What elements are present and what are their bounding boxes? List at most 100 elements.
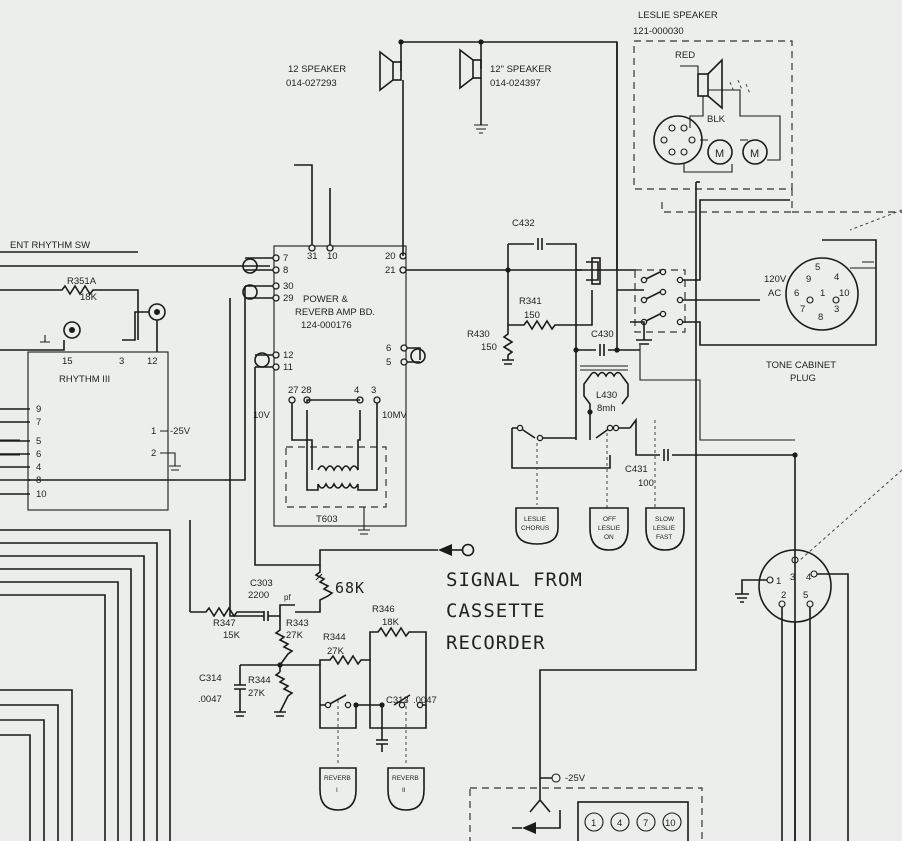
svg-text:1: 1 <box>820 288 825 299</box>
speaker-right-icon <box>459 48 482 90</box>
added-68k-resistor <box>295 565 334 613</box>
svg-text:31: 31 <box>307 251 318 262</box>
svg-text:5: 5 <box>803 590 808 601</box>
svg-text:OFF: OFF <box>603 516 616 523</box>
c313-label: C313 <box>386 695 409 706</box>
cassette-input-jack[interactable] <box>438 543 475 557</box>
svg-text:6: 6 <box>36 449 41 460</box>
svg-text:M: M <box>750 148 759 160</box>
r344a-label: R344 <box>323 632 346 643</box>
r341-value: 150 <box>524 310 540 321</box>
svg-text:1: 1 <box>151 426 156 437</box>
svg-text:29: 29 <box>283 293 294 304</box>
slow-leslie-fast-button[interactable]: SLOW LESLIE FAST <box>645 507 685 551</box>
c313-value: .0047 <box>413 695 437 706</box>
svg-text:12: 12 <box>147 356 158 367</box>
r341-resistor <box>507 270 593 331</box>
speaker-left-icon <box>379 50 402 92</box>
leslie-speaker-section: LESLIE SPEAKER 121-000030 RED BLK M M <box>633 10 902 213</box>
svg-text:II: II <box>402 787 406 794</box>
r430-label: R430 <box>467 329 490 340</box>
svg-text:10: 10 <box>839 288 850 299</box>
l430-inductor <box>589 371 623 378</box>
tone-cabinet-plug-icon <box>785 257 859 331</box>
c314-value: .0047 <box>198 694 222 705</box>
leslie-part: 121-000030 <box>633 26 684 37</box>
svg-text:30: 30 <box>283 281 294 292</box>
c303-unit: pf <box>284 593 291 602</box>
amp-board-outline <box>273 245 407 527</box>
svg-text:2: 2 <box>151 448 156 459</box>
svg-text:10: 10 <box>665 818 676 829</box>
svg-text:1: 1 <box>776 576 781 587</box>
rhythm-jack-1-icon <box>63 321 81 339</box>
svg-text:2: 2 <box>781 590 786 601</box>
leslie-box <box>633 40 793 190</box>
c431-capacitor <box>648 449 796 841</box>
c432-label: C432 <box>512 218 535 229</box>
leslie-motor-2-icon <box>742 139 768 165</box>
leslie-horn-icon <box>697 73 709 97</box>
r344a-value: 27K <box>327 646 345 657</box>
svg-text:3: 3 <box>790 572 795 583</box>
c430-capacitor <box>576 344 640 356</box>
off-leslie-on-button[interactable]: OFF LESLIE ON <box>589 507 629 551</box>
svg-text:21: 21 <box>385 265 396 276</box>
reverb-1-button[interactable]: REVERB I <box>319 767 357 811</box>
svg-text:5: 5 <box>386 357 391 368</box>
svg-text:1: 1 <box>591 818 596 829</box>
r341-label: R341 <box>519 296 542 307</box>
r346-label: R346 <box>372 604 395 615</box>
transformer-t603: T603 <box>285 410 387 535</box>
svg-text:8: 8 <box>818 312 823 323</box>
amp-10mv-label: 10MV <box>382 410 407 421</box>
leslie-title: LESLIE SPEAKER <box>638 10 718 21</box>
c314-label: C314 <box>199 673 222 684</box>
svg-text:11: 11 <box>283 362 293 373</box>
svg-text:REVERB: REVERB <box>392 775 419 782</box>
r347-resistor <box>190 606 264 618</box>
svg-text:4: 4 <box>354 385 359 396</box>
l430-value: 8mh <box>597 403 615 414</box>
svg-text:15: 15 <box>62 356 73 367</box>
r347-value: 15K <box>223 630 241 641</box>
speaker-right-label: 12" SPEAKER <box>490 64 552 75</box>
leslie-blk-label: BLK <box>707 114 726 125</box>
speaker-section: 12 SPEAKER 014-027293 12" SPEAKER 014-02… <box>286 39 618 345</box>
leslie-circuit: C432 R341 150 R430 150 C430 L430 8mh C43… <box>467 218 798 841</box>
svg-text:4: 4 <box>834 272 839 283</box>
svg-text:LESLIE: LESLIE <box>524 516 547 523</box>
svg-text:6: 6 <box>794 288 799 299</box>
pot-icon <box>591 257 601 285</box>
svg-text:3: 3 <box>119 356 124 367</box>
rhythm-supply-label: -25V <box>170 426 191 437</box>
svg-text:8: 8 <box>36 475 41 486</box>
ac-voltage-label: 120V <box>764 274 787 285</box>
svg-text:5: 5 <box>815 262 820 273</box>
svg-text:I: I <box>336 787 338 794</box>
r430-resistor <box>502 325 514 365</box>
c303-label: C303 <box>250 578 273 589</box>
bus-lines <box>0 439 171 841</box>
svg-text:27: 27 <box>288 385 299 396</box>
r344b-label: R344 <box>248 675 271 686</box>
transformer-label: T603 <box>316 514 338 525</box>
c431-value: 100 <box>638 478 654 489</box>
reverb-2-button[interactable]: REVERB II <box>387 767 425 811</box>
svg-text:SLOW: SLOW <box>655 516 675 523</box>
r347-label: R347 <box>213 618 236 629</box>
amp-jack-4-icon <box>410 348 426 364</box>
tone-cabinet-title: TONE CABINET <box>766 360 836 371</box>
speaker-left-part: 014-027293 <box>286 78 337 89</box>
r351a-label: R351A <box>67 276 97 287</box>
leslie-chorus-button[interactable]: LESLIE CHORUS <box>515 507 559 545</box>
r343-resistor <box>274 616 294 666</box>
amp-title-1: POWER & <box>303 294 349 305</box>
svg-text:LESLIE: LESLIE <box>653 525 676 532</box>
svg-text:ON: ON <box>604 534 614 541</box>
svg-text:7: 7 <box>283 253 288 264</box>
svg-text:20: 20 <box>385 251 396 262</box>
ac-label: AC <box>768 288 781 299</box>
svg-text:CHORUS: CHORUS <box>521 525 550 532</box>
